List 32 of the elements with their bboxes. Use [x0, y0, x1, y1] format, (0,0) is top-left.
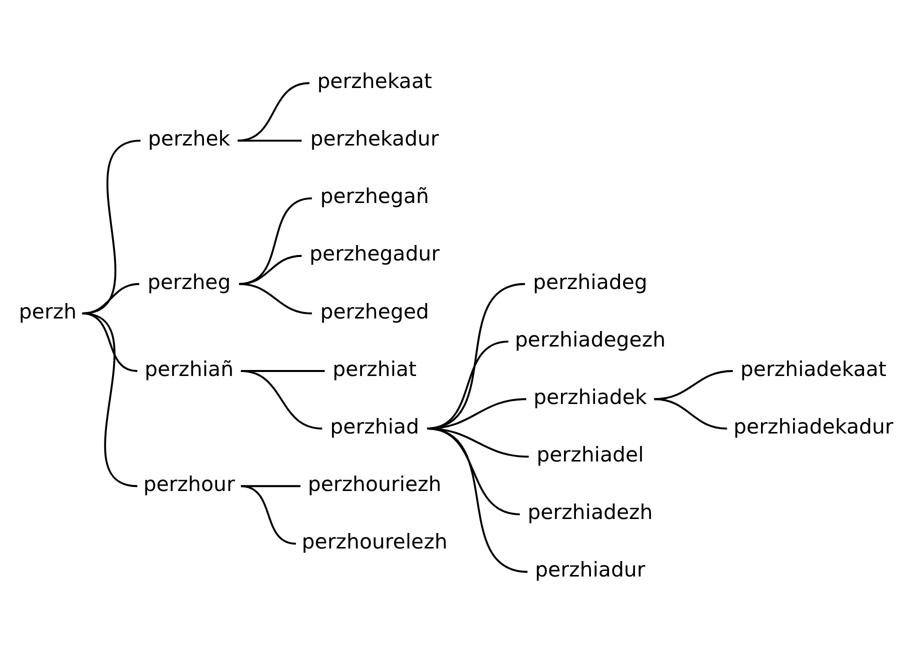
node-text: perzhiadekaat	[740, 356, 886, 380]
node-text: perzhekaat	[317, 68, 432, 93]
connector	[82, 312, 138, 487]
node-text: perzhourelezh	[302, 529, 448, 554]
node-text: perzhiadeg	[532, 269, 648, 294]
connector	[240, 484, 300, 487]
node-text: perzhiadur	[535, 557, 646, 582]
node-text: perzhegadur	[310, 241, 440, 266]
node-text: perzhegañ	[320, 184, 429, 208]
node-text: perzhiadegezh	[514, 326, 666, 351]
node-text: perzhekadur	[310, 126, 439, 150]
node-text: perzhiadel	[536, 442, 644, 466]
connector	[240, 484, 296, 544]
node-text: perzhiad	[330, 414, 420, 438]
node-text: perzhiat	[332, 356, 417, 380]
node-text: perzheged	[320, 298, 430, 323]
connector	[240, 370, 322, 430]
node-text: perzhiadezh	[528, 500, 653, 524]
connector	[654, 370, 733, 400]
node-text: perzhouriezh	[308, 472, 442, 496]
node-text: perzhiañ	[144, 356, 234, 380]
node-text: perzh	[18, 298, 77, 323]
node-text: perzhour	[143, 472, 235, 496]
connector	[238, 82, 310, 142]
connector	[238, 139, 302, 142]
connector	[426, 427, 528, 572]
connector	[238, 282, 312, 314]
node-text: perzhiadekadur	[734, 414, 894, 438]
connector	[654, 398, 728, 430]
node-text: perzhiadek	[534, 384, 647, 409]
node-text: perzheg	[147, 269, 231, 294]
node-text: perzhek	[148, 126, 230, 150]
